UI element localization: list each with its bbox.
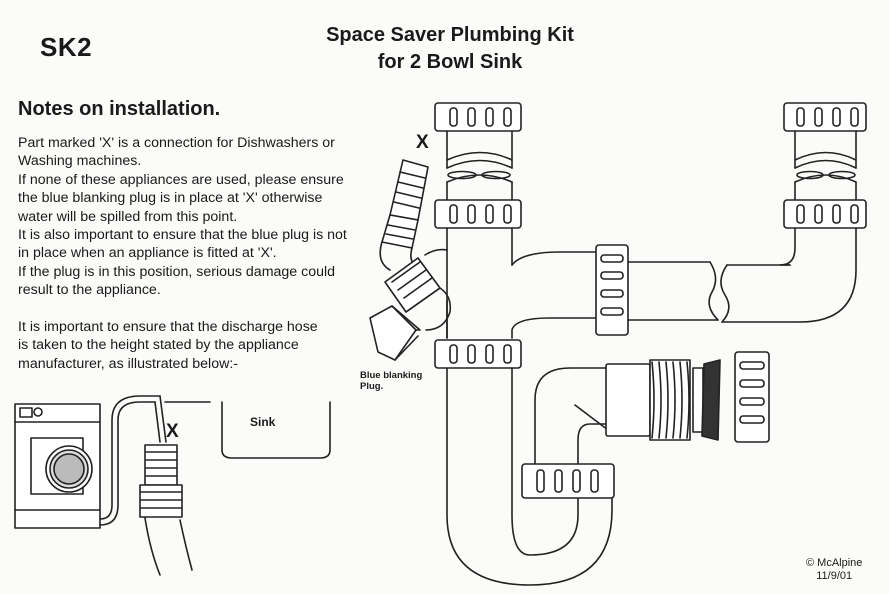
sink-outline — [221, 401, 331, 459]
hose-x-label: X — [166, 421, 179, 442]
note-line: the blue blanking plug is in place at 'X… — [18, 190, 323, 207]
note-line: is taken to the height stated by the app… — [18, 337, 299, 354]
connection-x-label: X — [416, 132, 429, 153]
note-line: If the plug is in this position, serious… — [18, 263, 336, 280]
washing-machine — [14, 403, 101, 529]
date: 11/9/01 — [816, 570, 853, 582]
trap-body — [446, 367, 613, 586]
sink-label: Sink — [250, 415, 276, 429]
product-code: SK2 — [40, 32, 93, 62]
trap-bottom-nut — [521, 463, 615, 499]
outlet-nut — [734, 351, 770, 443]
installation-notes: Part marked 'X' is a connection for Dish… — [18, 134, 390, 373]
page-title: Space Saver Plumbing Kit for 2 Bowl Sink — [290, 22, 610, 76]
trap-top-nut — [434, 339, 522, 369]
left-inlet-nut — [434, 102, 522, 229]
blanking-plug-label: Blue blanking Plug. — [360, 370, 422, 392]
dishwasher-spigot — [379, 159, 452, 339]
notes-heading: Notes on installation. — [18, 98, 221, 120]
left-standpipe — [446, 227, 599, 339]
blanking-plug — [369, 305, 421, 361]
outlet-washer — [701, 359, 721, 441]
note-line: Washing machines. — [18, 153, 142, 170]
outlet-thread — [605, 359, 704, 441]
blanking-label-line-1: Blue blanking — [360, 370, 423, 381]
note-line: water will be spilled from this point. — [18, 208, 238, 225]
note-line: result to the appliance. — [18, 282, 161, 299]
blanking-label-line-2: Plug. — [360, 381, 384, 392]
title-line-2: for 2 Bowl Sink — [377, 51, 523, 73]
right-inlet-nut — [779, 102, 867, 323]
note-line: manufacturer, as illustrated below:- — [18, 355, 239, 372]
note-line: It is also important to ensure that the … — [18, 227, 347, 244]
connector-nut — [595, 244, 801, 336]
note-line: Part marked 'X' is a connection for Dish… — [18, 135, 335, 151]
note-line: If none of these appliances are used, pl… — [18, 171, 344, 188]
note-line: It is important to ensure that the disch… — [18, 319, 318, 336]
copyright: © McAlpine — [806, 557, 863, 569]
copyright-block: © McAlpine 11/9/01 — [806, 557, 862, 583]
discharge-hose — [99, 395, 211, 576]
note-line: in place when an appliance is fitted at … — [18, 245, 277, 262]
title-line-1: Space Saver Plumbing Kit — [326, 24, 574, 46]
